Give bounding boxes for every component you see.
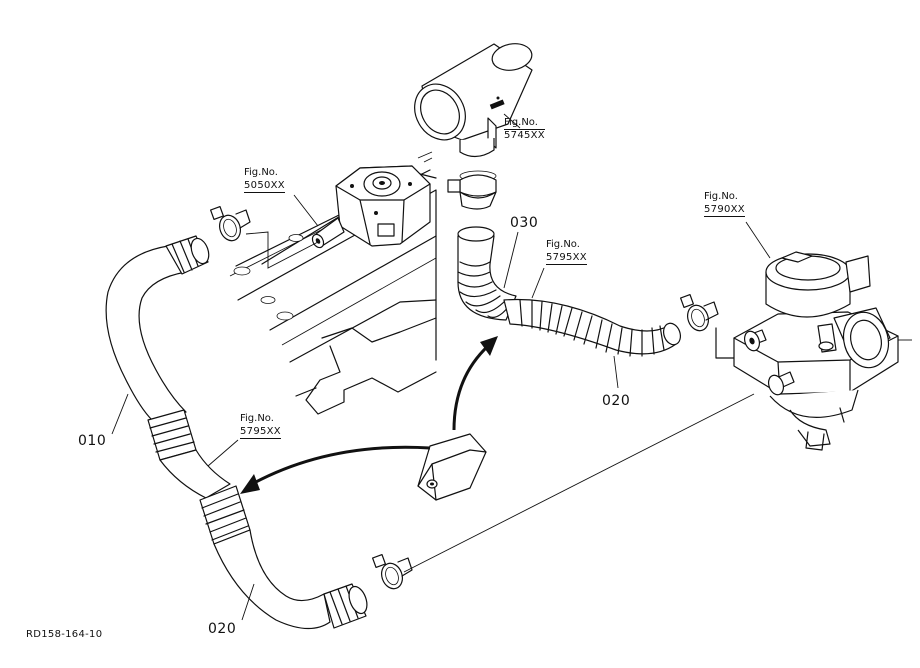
part-number-020-right: 020 bbox=[602, 393, 631, 409]
part-number-010: 010 bbox=[78, 433, 107, 449]
fig-ref-label: Fig.No. bbox=[504, 117, 538, 128]
hose-020-bottom bbox=[199, 485, 368, 630]
hose-010 bbox=[105, 235, 231, 499]
air-cleaner-pipe bbox=[414, 43, 533, 182]
hose-clip-left bbox=[209, 205, 251, 242]
engine-block bbox=[229, 151, 437, 415]
document-id: RD158-164-10 bbox=[26, 629, 103, 640]
fig-ref-5795-top: Fig.No. 5795XX bbox=[546, 240, 587, 265]
fig-ref-5795-left: Fig.No. 5795XX bbox=[240, 414, 281, 439]
fig-ref-label: Fig.No. bbox=[704, 191, 738, 202]
hose-020-right bbox=[503, 298, 682, 357]
fig-ref-label: Fig.No. bbox=[244, 167, 278, 178]
hose-clip-right bbox=[679, 293, 719, 332]
breather-valve bbox=[311, 165, 431, 249]
fig-ref-label: Fig.No. bbox=[240, 413, 274, 424]
fig-ref-5745: Fig.No. 5745XX bbox=[504, 118, 545, 141]
part-number-030: 030 bbox=[510, 215, 539, 231]
hose-clip-bottom bbox=[371, 553, 413, 590]
hose-clip-top bbox=[447, 174, 497, 210]
fig-ref-code: 5745XX bbox=[504, 129, 545, 141]
routing-lines bbox=[245, 231, 912, 573]
fig-ref-label: Fig.No. bbox=[546, 239, 580, 250]
part-number-020-bottom: 020 bbox=[208, 621, 237, 637]
fig-ref-code: 5050XX bbox=[244, 180, 285, 193]
fig-ref-code: 5795XX bbox=[240, 426, 281, 439]
fig-ref-5790: Fig.No. 5790XX bbox=[704, 192, 745, 217]
routing-arrows bbox=[240, 336, 498, 494]
fig-ref-5050: Fig.No. 5050XX bbox=[244, 168, 285, 193]
hose-holder-bracket bbox=[417, 433, 487, 501]
leader-lines bbox=[111, 113, 771, 621]
fig-ref-code: 5790XX bbox=[704, 204, 745, 217]
fig-ref-code: 5795XX bbox=[546, 252, 587, 265]
control-valve bbox=[715, 251, 899, 451]
